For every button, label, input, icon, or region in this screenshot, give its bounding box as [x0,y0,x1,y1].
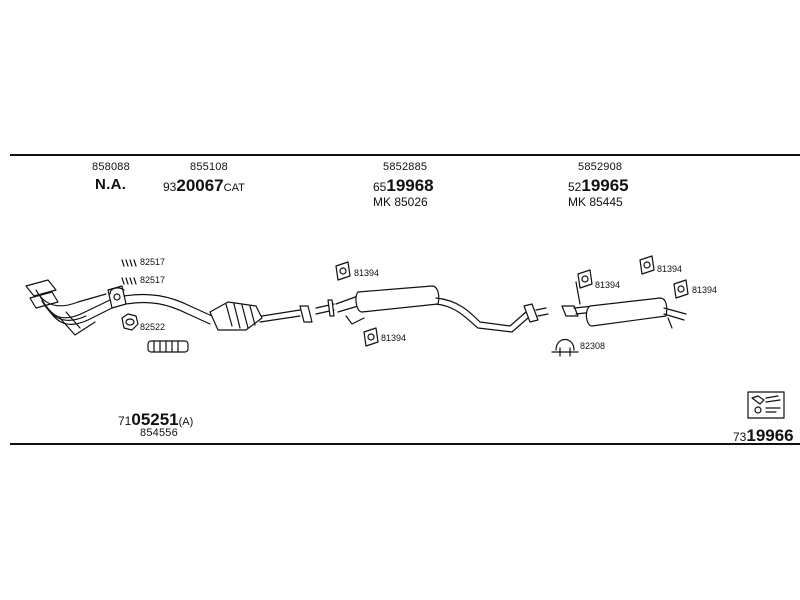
clamp-82517-top [121,259,137,267]
callout-82517-bottom: 82517 [140,275,166,285]
part-number-855108: 855108 [190,161,228,173]
catalytic-converter [209,301,301,331]
kit-box-icon [747,391,785,419]
middle-silencer-assembly [315,285,549,333]
kit-part-number-left: 7105251(A) [118,410,194,429]
callout-82308: 82308 [580,341,606,351]
middle-silencer-part-number: 6519968 [373,176,434,195]
rear-silencer [561,281,687,329]
callout-82517-top: 82517 [140,257,166,267]
part-number-858088: 858088 [92,161,130,173]
callout-81394-b: 81394 [381,333,407,343]
rear-silencer-mk: MK 85445 [568,195,623,209]
middle-silencer-mk: MK 85026 [373,195,428,209]
hanger-81394-b [363,327,379,347]
pipe-clamp-section [147,340,189,353]
gasket-82522 [121,313,139,331]
rear-silencer-part-number: 5219965 [568,176,629,195]
catalyst-end-flange [299,305,313,323]
front-pipe [123,293,213,317]
bottom-rule [10,443,800,445]
hanger-81394-c [577,269,593,289]
kit-part-number-right: 7319966 [733,426,794,445]
callout-81394-a: 81394 [354,268,380,278]
hanger-81394-d [639,255,655,275]
callout-82522: 82522 [140,322,166,332]
part-number-5852908: 5852908 [578,161,623,173]
clamp-82308 [551,338,579,357]
callout-81394-c: 81394 [595,280,621,290]
top-rule [10,154,800,156]
hanger-81394-a [335,261,351,281]
part-number-5852885: 5852885 [383,161,428,173]
callout-81394-e: 81394 [692,285,718,295]
na-label: N.A. [95,176,127,193]
kit-sub-number-left: 854556 [140,427,178,439]
callout-81394-d: 81394 [657,264,683,274]
catalyst-part-number: 9320067CAT [163,176,245,195]
hanger-81394-e [673,279,689,299]
clamp-82517-bottom [121,277,137,285]
exhaust-manifold [25,279,113,336]
